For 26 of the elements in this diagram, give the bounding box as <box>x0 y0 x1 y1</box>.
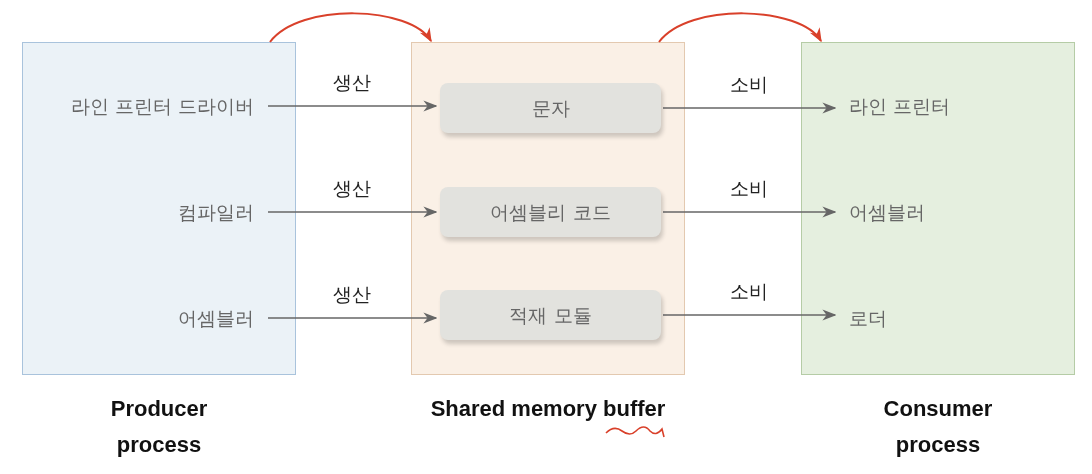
panel-heading: Producer process <box>109 395 209 459</box>
edge-label: 생산 <box>333 70 371 95</box>
edge-label: 소비 <box>730 279 768 304</box>
arrow <box>662 102 837 114</box>
process-label: 어셈블러 <box>22 305 254 331</box>
edge-label: 소비 <box>730 72 768 97</box>
arrow <box>662 206 837 218</box>
arrow <box>267 206 438 218</box>
edge-label: 소비 <box>730 176 768 201</box>
edge-label: 생산 <box>333 176 371 201</box>
panel-heading: Consumer process <box>882 395 994 459</box>
arrow <box>267 100 438 112</box>
panel-heading: Shared memory buffer <box>429 395 667 423</box>
process-label: 컴파일러 <box>22 199 254 225</box>
process-label: 라인 프린터 <box>849 93 1029 119</box>
process-label: 라인 프린터 드라이버 <box>22 93 254 119</box>
buffer-item-box: 어셈블리 코드 <box>440 187 661 237</box>
annotation-arrow <box>269 12 432 43</box>
process-label: 로더 <box>849 305 1029 331</box>
annotation-arrow <box>658 12 822 43</box>
arrow <box>267 312 438 324</box>
buffer-item-box: 문자 <box>440 83 661 133</box>
edge-label: 생산 <box>333 282 371 307</box>
arrow <box>662 309 837 321</box>
process-label: 어셈블러 <box>849 199 1029 225</box>
buffer-item-box: 적재 모듈 <box>440 290 661 340</box>
